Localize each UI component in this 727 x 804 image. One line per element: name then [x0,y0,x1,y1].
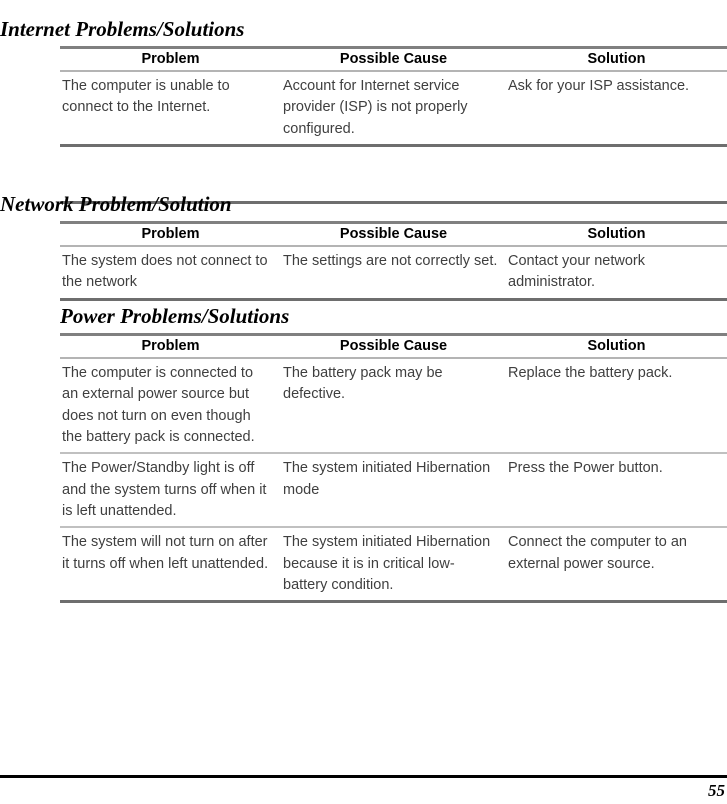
cell-solution: Ask for your ISP assistance. [506,71,727,147]
page-number: 55 [708,781,725,800]
column-header-problem: Problem [60,221,281,248]
cell-cause: The system initiated Hibernation mode [281,453,506,529]
table-row: The computer is unable to connect to the… [60,71,727,147]
table-row: The Power/Standby light is off and the s… [60,453,727,529]
column-header-possible-cause: Possible Cause [281,46,506,73]
table-wrapper-power: Problem Possible Cause Solution The comp… [0,333,727,604]
spacer-cell [281,145,506,204]
column-header-solution: Solution [506,221,727,248]
spacer-cell [506,145,727,204]
section-power: Power Problems/Solutions Problem Possibl… [0,304,727,604]
section-heading-internet: Internet Problems/Solutions [0,17,245,41]
table-row-spacer [60,145,727,204]
table-network: Problem Possible Cause Solution The syst… [60,221,727,301]
table-wrapper-internet: Problem Possible Cause Solution The comp… [0,46,727,204]
cell-solution: Replace the battery pack. [506,358,727,455]
cell-problem: The computer is unable to connect to the… [60,71,281,147]
cell-problem: The system does not connect to the netwo… [60,246,281,301]
table-header-row: Problem Possible Cause Solution [60,333,727,360]
table-wrapper-network: Problem Possible Cause Solution The syst… [0,221,727,301]
column-header-solution: Solution [506,333,727,360]
cell-solution: Contact your network administrator. [506,246,727,301]
section-heading-power: Power Problems/Solutions [60,304,290,328]
section-network: Network Problem/Solution Problem Possibl… [0,193,727,301]
table-internet: Problem Possible Cause Solution The comp… [60,46,727,204]
cell-problem: The Power/Standby light is off and the s… [60,453,281,529]
cell-problem: The computer is connected to an external… [60,358,281,455]
spacer-cell [60,145,281,204]
footer-divider [0,775,727,778]
cell-cause: Account for Internet service provider (I… [281,71,506,147]
table-header-row: Problem Possible Cause Solution [60,221,727,248]
cell-cause: The battery pack may be defective. [281,358,506,455]
cell-cause: The system initiated Hibernation because… [281,527,506,604]
column-header-problem: Problem [60,333,281,360]
column-header-possible-cause: Possible Cause [281,221,506,248]
column-header-solution: Solution [506,46,727,73]
section-internet: Internet Problems/Solutions Problem Poss… [0,18,727,204]
table-row: The system will not turn on after it tur… [60,527,727,604]
cell-solution: Press the Power button. [506,453,727,529]
table-row: The computer is connected to an external… [60,358,727,455]
table-power: Problem Possible Cause Solution The comp… [60,333,727,604]
cell-solution: Connect the computer to an external powe… [506,527,727,604]
cell-cause: The settings are not correctly set. [281,246,506,301]
column-header-problem: Problem [60,46,281,73]
table-header-row: Problem Possible Cause Solution [60,46,727,73]
cell-problem: The system will not turn on after it tur… [60,527,281,604]
column-header-possible-cause: Possible Cause [281,333,506,360]
table-row: The system does not connect to the netwo… [60,246,727,301]
section-heading-network: Network Problem/Solution [0,192,232,216]
